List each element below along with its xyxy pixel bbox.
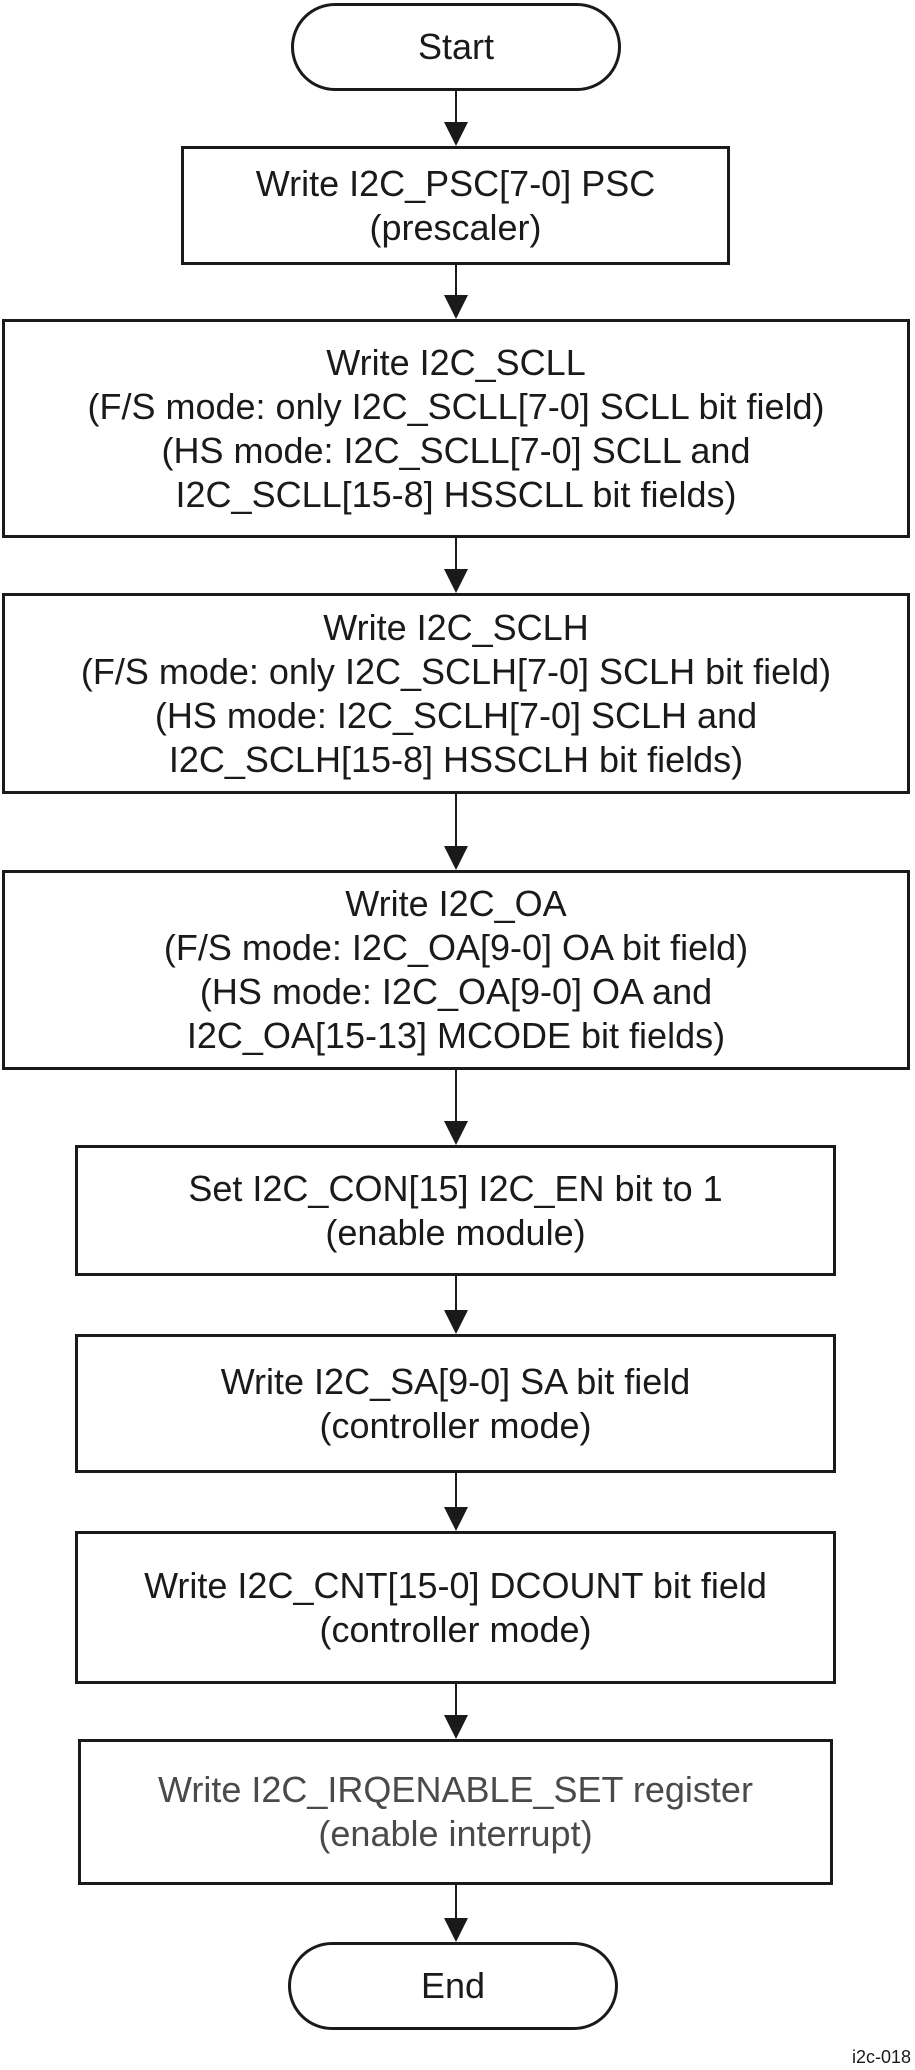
figure-id: i2c-018 (851, 2047, 911, 2067)
step-line: Write I2C_OA (345, 883, 567, 924)
step-write-psc: Write I2C_PSC[7-0] PSC (prescaler) (181, 146, 730, 265)
step-line: Write I2C_PSC[7-0] PSC (255, 162, 656, 204)
step-line: (enable interrupt) (318, 1813, 593, 1854)
arrowhead (444, 295, 468, 319)
arrowhead (444, 1507, 468, 1531)
step-line: (F/S mode: only I2C_SCLH[7-0] SCLH bit f… (80, 650, 832, 692)
step-line: (enable module) (325, 1211, 586, 1253)
step-line: Write I2C_SCLL (326, 341, 586, 383)
step-line: I2C_OA[15-13] MCODE bit fields) (186, 1015, 726, 1056)
step-line: (controller mode) (319, 1608, 592, 1650)
step-line: Write I2C_SCLH (323, 606, 589, 648)
end-label: End (420, 1965, 486, 2006)
step-line: (F/S mode: I2C_OA[9-0] OA bit field) (163, 927, 749, 968)
step-write-cnt: Write I2C_CNT[15-0] DCOUNT bit field (co… (75, 1531, 836, 1684)
step-line: Write I2C_IRQENABLE_SET register (158, 1769, 753, 1810)
step-write-oa: Write I2C_OA (F/S mode: I2C_OA[9-0] OA b… (2, 870, 910, 1070)
step-line: (prescaler) (369, 206, 542, 248)
step-write-sa: Write I2C_SA[9-0] SA bit field (controll… (75, 1334, 836, 1473)
step-line: I2C_SCLL[15-8] HSSCLL bit fields) (175, 473, 737, 515)
start-terminal: Start (291, 3, 621, 91)
step-write-scll: Write I2C_SCLL (F/S mode: only I2C_SCLL[… (2, 319, 910, 538)
step-line: (HS mode: I2C_SCLH[7-0] SCLH and (154, 694, 758, 736)
step-line: (controller mode) (319, 1404, 592, 1446)
step-line: (HS mode: I2C_OA[9-0] OA and (199, 971, 713, 1012)
arrowhead (444, 122, 468, 146)
start-label: Start (417, 26, 495, 67)
step-line: I2C_SCLH[15-8] HSSCLH bit fields) (168, 738, 744, 780)
step-line: Write I2C_CNT[15-0] DCOUNT bit field (144, 1564, 767, 1606)
step-line: Write I2C_SA[9-0] SA bit field (220, 1360, 691, 1402)
step-write-sclh: Write I2C_SCLH (F/S mode: only I2C_SCLH[… (2, 593, 910, 794)
step-line: (F/S mode: only I2C_SCLL[7-0] SCLL bit f… (87, 385, 825, 427)
step-write-irqenable: Write I2C_IRQENABLE_SET register (enable… (78, 1739, 833, 1885)
arrowhead (444, 846, 468, 870)
arrowhead (444, 1121, 468, 1145)
step-set-con-enable: Set I2C_CON[15] I2C_EN bit to 1 (enable … (75, 1145, 836, 1276)
arrowhead (444, 1918, 468, 1942)
arrowhead (444, 1310, 468, 1334)
step-line: Set I2C_CON[15] I2C_EN bit to 1 (188, 1167, 723, 1209)
arrowhead (444, 569, 468, 593)
end-terminal: End (288, 1942, 618, 2030)
step-line: (HS mode: I2C_SCLL[7-0] SCLL and (161, 429, 751, 471)
arrowhead (444, 1715, 468, 1739)
